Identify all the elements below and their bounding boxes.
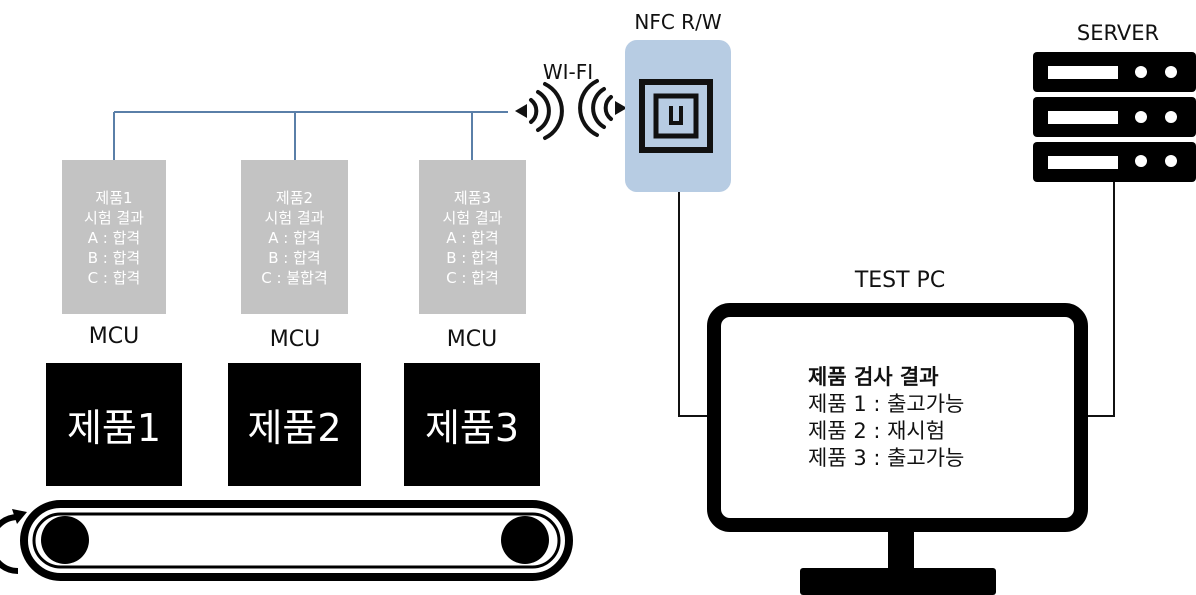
conveyor-belt-icon (0, 500, 573, 581)
connection-lines (678, 180, 1115, 417)
monitor-screen-text: 제품 검사 결과 제품 1 : 출고가능 제품 2 : 재시험 제품 3 : 출… (808, 364, 964, 472)
result-b: B : 합격 (87, 249, 141, 267)
result-product: 제품2 (275, 189, 314, 207)
server-rack-icon (1033, 52, 1196, 182)
result-c: C : 불합격 (261, 269, 328, 287)
result-product: 제품1 (95, 189, 133, 207)
screen-title: 제품 검사 결과 (808, 365, 939, 389)
result-title: 시험 결과 (264, 209, 325, 227)
result-title: 시험 결과 (442, 209, 503, 227)
monitor-icon (707, 303, 1088, 595)
mcu-label-2: MCU (269, 327, 321, 352)
result-a: A : 합격 (87, 229, 141, 247)
screen-line-3: 제품 3 : 출고가능 (808, 446, 965, 470)
screen-line-2: 제품 2 : 재시험 (808, 419, 946, 443)
wifi-signal-icon-reader (578, 79, 627, 137)
mcu-label-1: MCU (88, 324, 140, 349)
wifi-label: WI-FI (542, 60, 594, 84)
wifi-bus-lines (113, 111, 508, 160)
nfc-tag-icon (639, 79, 713, 153)
result-card-1: 제품1 시험 결과 A : 합격 B : 합격 C : 합격 (62, 160, 166, 314)
product-box-1: 제품1 (46, 363, 182, 486)
nfc-reader-label: NFC R/W (634, 10, 722, 34)
result-b: B : 합격 (446, 249, 499, 267)
server-label: SERVER (1076, 21, 1160, 45)
result-b: B : 합격 (268, 249, 321, 267)
product-box-2: 제품2 (228, 363, 361, 486)
mcu-label-3: MCU (446, 327, 498, 352)
result-a: A : 합격 (446, 229, 499, 247)
test-pc-label: TEST PC (854, 268, 946, 293)
result-card-2: 제품2 시험 결과 A : 합격 B : 합격 C : 불합격 (241, 160, 348, 314)
product-box-3: 제품3 (404, 363, 540, 486)
result-product: 제품3 (453, 189, 492, 207)
result-c: C : 합격 (87, 269, 141, 287)
result-title: 시험 결과 (84, 209, 144, 227)
result-a: A : 합격 (268, 229, 321, 247)
wifi-signal-icon (515, 82, 564, 140)
nfc-reader (625, 40, 731, 192)
result-card-3: 제품3 시험 결과 A : 합격 B : 합격 C : 합격 (419, 160, 526, 314)
result-c: C : 합격 (446, 269, 499, 287)
screen-line-1: 제품 1 : 출고가능 (808, 392, 965, 416)
